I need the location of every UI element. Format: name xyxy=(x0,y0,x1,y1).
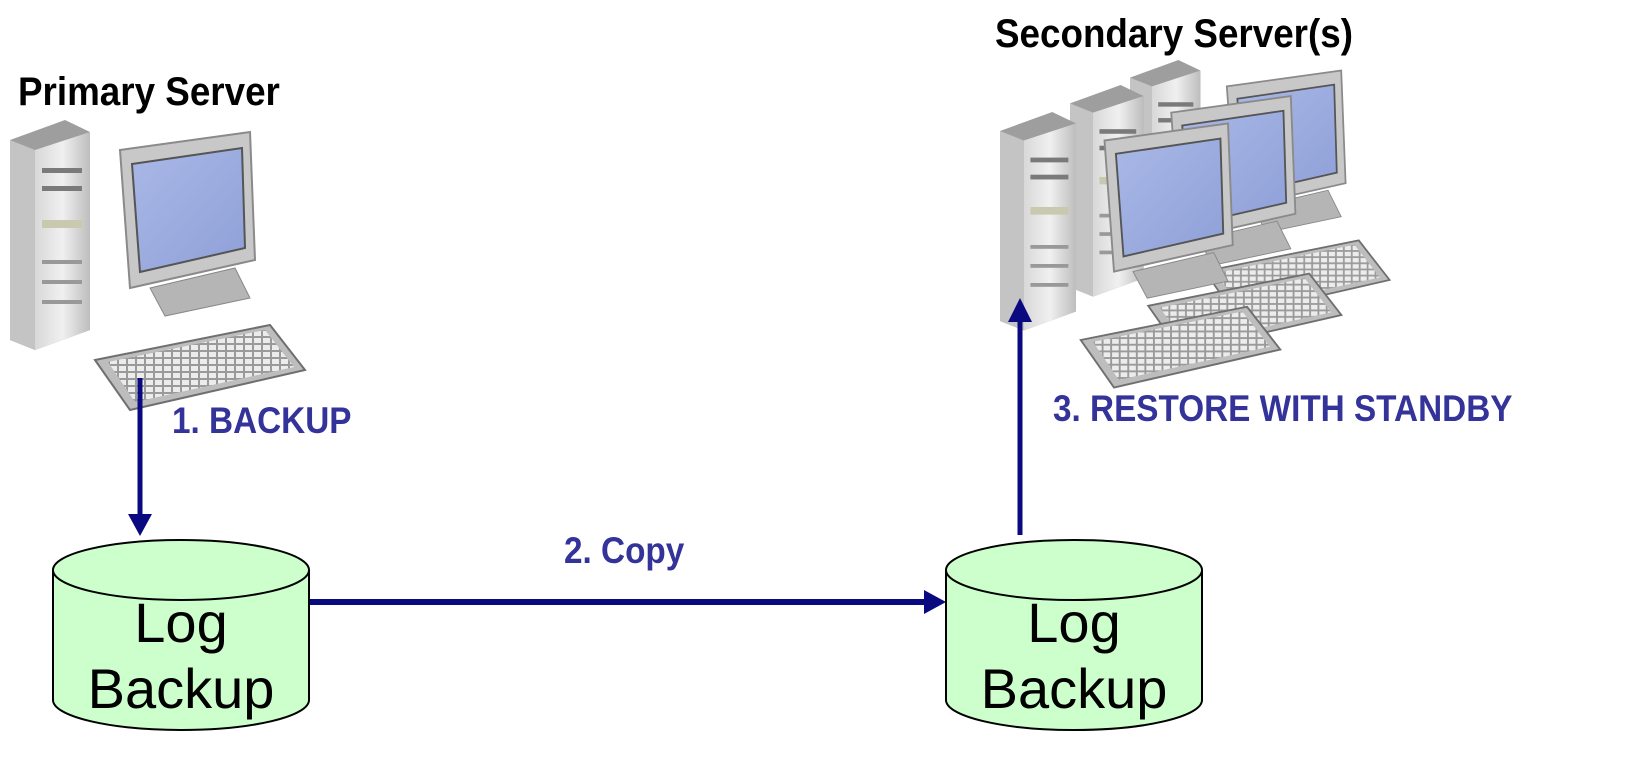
log-backup-left-line2: Backup xyxy=(87,657,275,720)
arrow-copy xyxy=(308,590,946,614)
arrow-backup xyxy=(128,378,152,536)
step-restore-label: 3. RESTORE WITH STANDBY xyxy=(1053,388,1513,429)
log-backup-left-line1: Log xyxy=(134,591,228,654)
step-backup-label: 1. BACKUP xyxy=(172,400,352,441)
secondary-server-title: Secondary Server(s) xyxy=(995,12,1353,56)
log-backup-right-line1: Log xyxy=(1027,591,1121,654)
log-backup-right-label: Log Backup xyxy=(946,590,1202,722)
primary-server-title: Primary Server xyxy=(18,70,280,114)
arrow-restore xyxy=(1008,298,1032,535)
log-backup-left-label: Log Backup xyxy=(53,590,309,722)
log-backup-right-line2: Backup xyxy=(980,657,1168,720)
step-copy-label: 2. Copy xyxy=(564,530,685,571)
primary-server-computer-icon xyxy=(9,119,306,411)
